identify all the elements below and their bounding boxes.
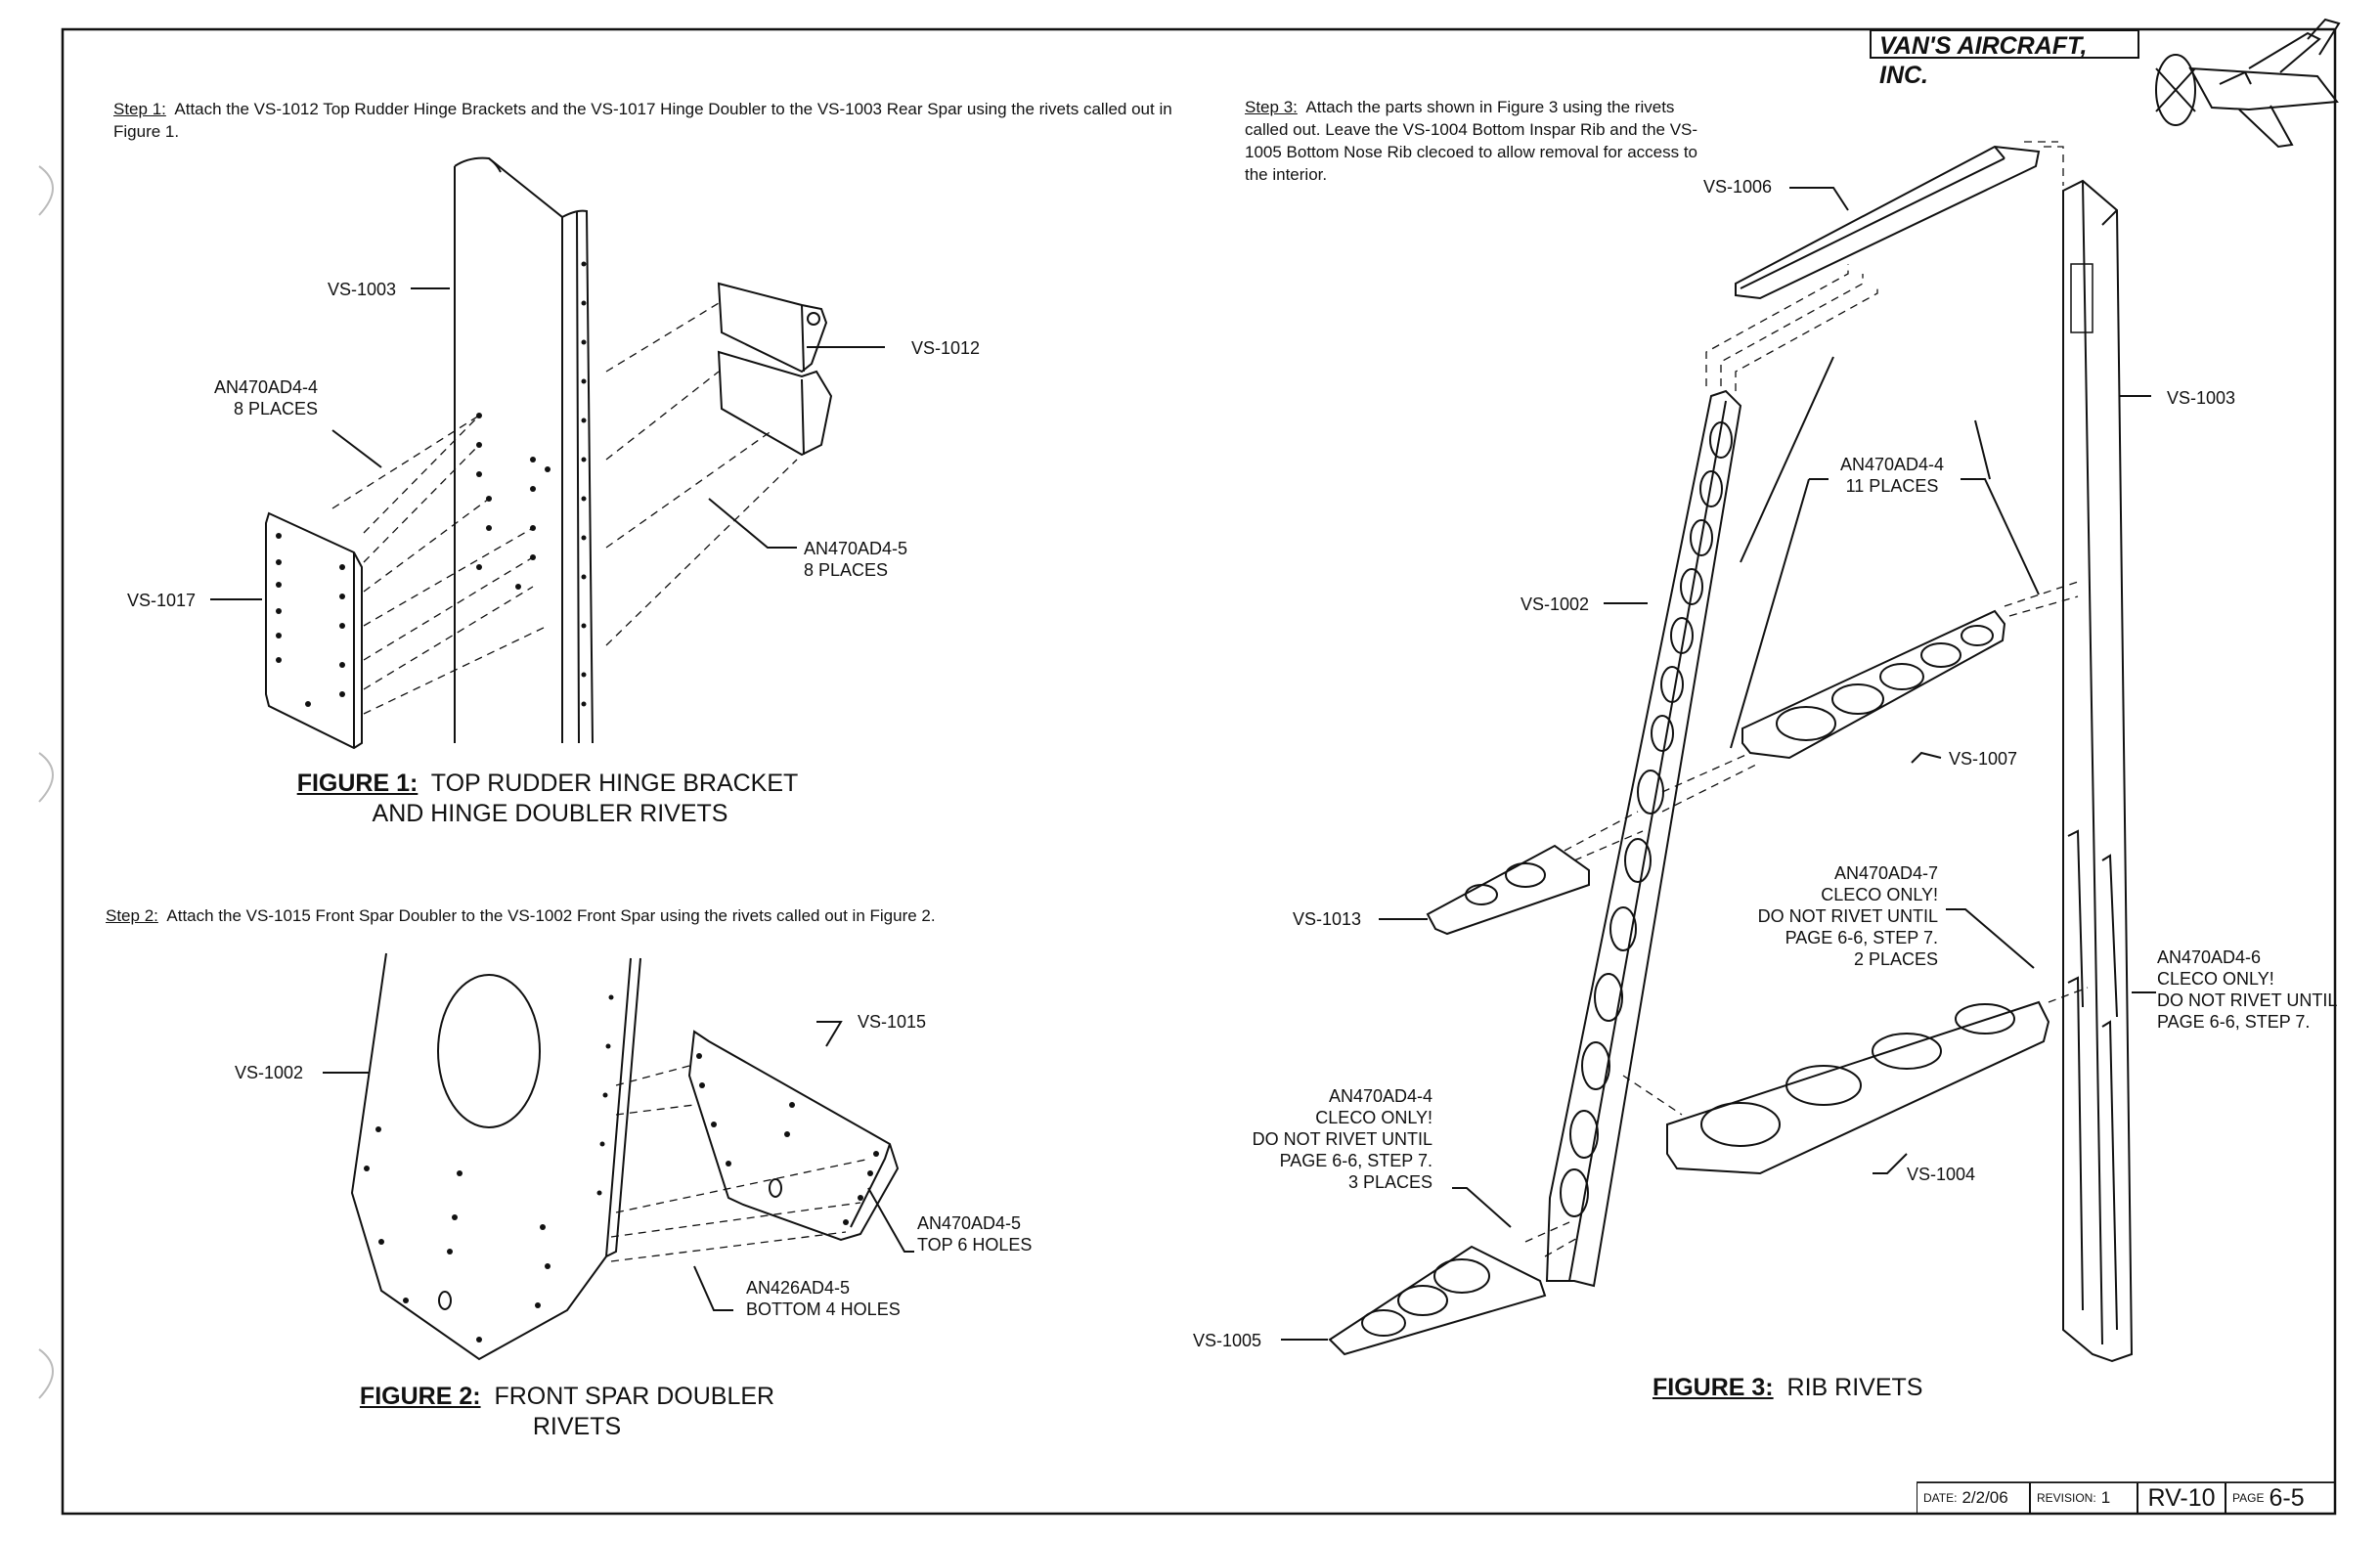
step-2-body: Attach the VS-1015 Front Spar Doubler to… <box>166 906 936 925</box>
fig2-rivet-b-line2: BOTTOM 4 HOLES <box>746 1299 901 1319</box>
date-label: DATE: <box>1923 1491 1958 1505</box>
title-block-page: PAGE 6-5 <box>2226 1482 2335 1514</box>
figure-2-caption: FIGURE 2: FRONT SPAR DOUBLER RIVETS <box>293 1382 841 1442</box>
figure-2-drawing <box>323 952 914 1361</box>
fig3-rivet-7-line5: 2 PLACES <box>1853 949 1938 969</box>
figure-1-caption-line1: TOP RUDDER HINGE BRACKET <box>430 770 799 797</box>
fig3-label-vs1002: VS-1002 <box>1521 594 1590 614</box>
figure-3-caption: FIGURE 3: RIB RIVETS <box>1653 1373 1946 1403</box>
fig1-rivet-b-line2: 8 PLACES <box>804 560 889 580</box>
fig3-rivet-4-line2: CLECO ONLY! <box>1315 1108 1432 1127</box>
company-name: VAN'S AIRCRAFT, INC. <box>1870 29 2139 89</box>
bottom-nose-rib-vs1005 <box>1328 1245 1547 1356</box>
front-spar-doubler-vs1015 <box>687 1030 900 1242</box>
figure-1-caption: FIGURE 1: TOP RUDDER HINGE BRACKET AND H… <box>254 769 841 829</box>
step-1-text: Step 1: Attach the VS-1012 Top Rudder Hi… <box>113 98 1179 143</box>
figure-3-caption-line1: RIB RIVETS <box>1786 1374 1923 1401</box>
revision-label: REVISION: <box>2037 1491 2096 1505</box>
figure-2-caption-line2: RIVETS <box>532 1413 622 1440</box>
figure-1-caption-label: FIGURE 1: <box>296 770 419 797</box>
fig1-label-rivet-a: AN470AD4-4 8 PLACES <box>196 376 318 419</box>
punch-hole <box>38 752 54 803</box>
fig3-label-rivet-6: AN470AD4-6 CLECO ONLY! DO NOT RIVET UNTI… <box>2157 947 2337 1033</box>
fig3-label-rivet-11: AN470AD4-4 11 PLACES <box>1829 454 1956 497</box>
punch-hole <box>38 165 54 216</box>
hinge-bracket-vs1012-upper <box>717 282 828 374</box>
fig1-rivet-b-line1: AN470AD4-5 <box>804 539 908 558</box>
step-2-label: Step 2: <box>106 906 158 925</box>
fig2-rivet-b-line1: AN426AD4-5 <box>746 1278 851 1298</box>
fig1-label-vs1017: VS-1017 <box>127 591 197 610</box>
fig2-label-vs1015: VS-1015 <box>858 1012 927 1032</box>
figure-1-caption-line2: AND HINGE DOUBLER RIVETS <box>372 800 728 827</box>
fig3-label-rivet-7: AN470AD4-7 CLECO ONLY! DO NOT RIVET UNTI… <box>1731 862 1938 970</box>
inspar-rib-vs1007 <box>1741 609 2006 760</box>
fig1-label-vs1012: VS-1012 <box>911 338 981 358</box>
figure-2-caption-line1: FRONT SPAR DOUBLER <box>494 1383 775 1410</box>
fig2-label-rivet-b: AN426AD4-5 BOTTOM 4 HOLES <box>746 1277 901 1320</box>
rear-spar-vs1003-fig3 <box>2062 179 2134 1363</box>
fig3-rivet-4-line5: 3 PLACES <box>1347 1172 1432 1192</box>
fig2-label-vs1002: VS-1002 <box>235 1063 304 1082</box>
figure-2-caption-label: FIGURE 2: <box>359 1383 481 1410</box>
fig3-rivet-7-line3: DO NOT RIVET UNTIL <box>1757 906 1938 926</box>
step-1-label: Step 1: <box>113 100 166 118</box>
fig3-rivet-11-line2: 11 PLACES <box>1845 476 1939 496</box>
top-rib-vs1006 <box>1735 145 2041 300</box>
figure-3-caption-label: FIGURE 3: <box>1653 1374 1774 1401</box>
fig3-rivet-6-line4: PAGE 6-6, STEP 7. <box>2157 1012 2311 1032</box>
title-block-revision: REVISION: 1 <box>2030 1482 2138 1514</box>
fig3-rivet-7-line2: CLECO ONLY! <box>1821 885 1938 904</box>
title-block-model: RV-10 <box>2138 1482 2226 1514</box>
page-value: 6-5 <box>2269 1483 2305 1512</box>
fig3-rivet-6-line2: CLECO ONLY! <box>2157 969 2274 989</box>
fig1-rivet-a-line1: AN470AD4-4 <box>213 377 318 397</box>
nose-rib-vs1013 <box>1426 844 1590 936</box>
hinge-doubler-vs1017 <box>265 511 363 750</box>
title-block-date: DATE: 2/2/06 <box>1917 1482 2030 1514</box>
fig3-rivet-4-line4: PAGE 6-6, STEP 7. <box>1279 1151 1432 1170</box>
revision-value: 1 <box>2100 1488 2111 1507</box>
fig3-label-vs1013: VS-1013 <box>1293 909 1362 929</box>
fig3-rivet-7-line4: PAGE 6-6, STEP 7. <box>1785 928 1938 947</box>
fig3-rivet-6-line1: AN470AD4-6 <box>2157 947 2262 967</box>
fig3-rivet-6-line3: DO NOT RIVET UNTIL <box>2157 991 2338 1010</box>
fig3-rivet-7-line1: AN470AD4-7 <box>1833 863 1938 883</box>
step-1-body: Attach the VS-1012 Top Rudder Hinge Brac… <box>113 100 1172 141</box>
hinge-bracket-vs1012-lower <box>717 350 833 457</box>
page-label: PAGE <box>2232 1491 2265 1505</box>
fig2-label-rivet-a: AN470AD4-5 TOP 6 HOLES <box>917 1212 1032 1255</box>
sheet-border <box>61 27 2337 1516</box>
step-3-label: Step 3: <box>1245 98 1298 116</box>
fig1-label-rivet-b: AN470AD4-5 8 PLACES <box>804 538 907 581</box>
punch-hole <box>38 1348 54 1399</box>
step-3-body: Attach the parts shown in Figure 3 using… <box>1245 98 1698 184</box>
fig3-rivet-4-line3: DO NOT RIVET UNTIL <box>1252 1129 1432 1149</box>
fig3-label-vs1003: VS-1003 <box>2167 388 2236 408</box>
figure-1-drawing <box>210 156 885 750</box>
fig1-rivet-a-line2: 8 PLACES <box>233 399 318 418</box>
front-spar-vs1002-fig3 <box>1545 389 1742 1288</box>
fig3-label-vs1004: VS-1004 <box>1907 1165 1976 1184</box>
fig3-label-vs1007: VS-1007 <box>1949 749 2018 769</box>
fig3-label-vs1006: VS-1006 <box>1703 177 1773 197</box>
fig2-rivet-a-line2: TOP 6 HOLES <box>917 1235 1033 1255</box>
fig3-label-vs1005: VS-1005 <box>1193 1331 1262 1350</box>
fig3-label-rivet-4: AN470AD4-4 CLECO ONLY! DO NOT RIVET UNTI… <box>1227 1085 1432 1193</box>
step-3-text: Step 3: Attach the parts shown in Figure… <box>1245 96 1704 186</box>
aircraft-logo-icon <box>2155 18 2341 149</box>
rear-spar-vs1003 <box>454 156 594 744</box>
front-spar-vs1002 <box>350 952 641 1361</box>
fig2-rivet-a-line1: AN470AD4-5 <box>917 1213 1022 1233</box>
date-value: 2/2/06 <box>1961 1488 2008 1507</box>
bottom-inspar-rib-vs1004 <box>1666 1000 2050 1175</box>
fig1-label-vs1003: VS-1003 <box>328 280 397 299</box>
lightening-hole <box>437 974 541 1128</box>
step-2-text: Step 2: Attach the VS-1015 Front Spar Do… <box>106 904 1181 927</box>
model-value: RV-10 <box>2147 1483 2216 1512</box>
fig3-rivet-11-line1: AN470AD4-4 <box>1839 455 1945 474</box>
figure-3-drawing <box>1281 141 2156 1363</box>
fig3-rivet-4-line1: AN470AD4-4 <box>1328 1086 1432 1106</box>
